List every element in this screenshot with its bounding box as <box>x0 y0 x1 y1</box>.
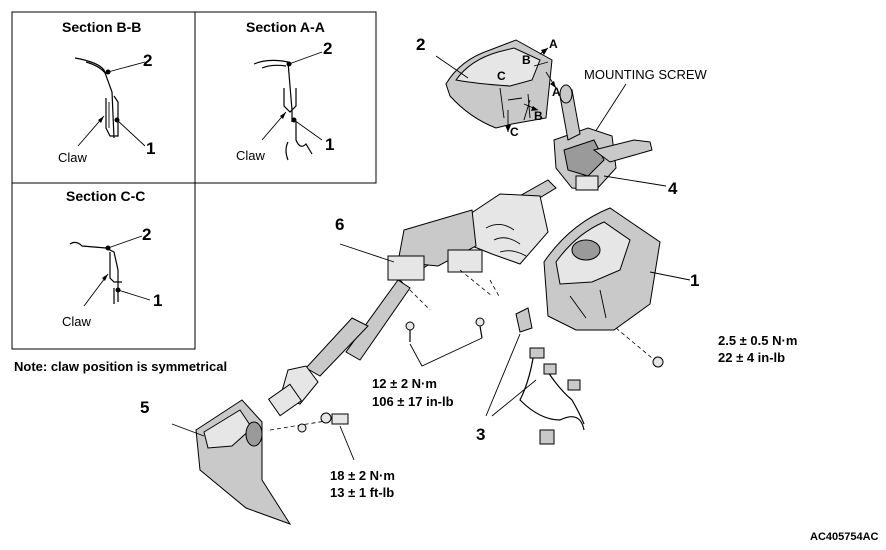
section-cc-part-2: 2 <box>142 225 151 244</box>
lower-column-cover: 1 <box>543 207 699 368</box>
cover-arrow-a-bottom: A <box>552 85 561 99</box>
upper-column-cover: 2 A B C A B C <box>416 35 561 139</box>
section-bb-claw-label: Claw <box>58 150 88 165</box>
part-1: 1 <box>690 271 699 290</box>
column-bolt-torque-imperial: 106 ± 17 in-lb <box>372 394 454 409</box>
section-aa-title: Section A-A <box>246 19 325 35</box>
part-4: 4 <box>668 179 678 198</box>
column-bolt-torque: 12 ± 2 N·m 106 ± 17 in-lb <box>372 376 454 409</box>
mounting-screw-label: MOUNTING SCREW <box>584 67 708 82</box>
bracket-torque: 18 ± 2 N·m 13 ± 1 ft-lb <box>330 468 395 500</box>
section-bb-part-2: 2 <box>143 51 152 70</box>
bracket-torque-metric: 18 ± 2 N·m <box>330 468 395 483</box>
bracket-torque-imperial: 13 ± 1 ft-lb <box>330 485 394 500</box>
part-6: 6 <box>335 215 344 234</box>
lower-cover-torque-imperial: 22 ± 4 in-lb <box>718 350 785 365</box>
cover-arrow-b-top: B <box>522 53 531 67</box>
cover-part-2: 2 <box>416 35 425 54</box>
section-aa: Section A-A 2 1 Claw <box>236 19 334 163</box>
part-3: 3 <box>476 425 485 444</box>
section-aa-part-1: 1 <box>325 135 334 154</box>
cover-arrow-c-top: C <box>497 69 506 83</box>
combination-switch: MOUNTING SCREW 4 <box>553 67 708 198</box>
section-cc-title: Section C-C <box>66 188 145 204</box>
cover-arrow-a-top: A <box>549 37 558 51</box>
part-5: 5 <box>140 398 149 417</box>
column-bolt-torque-metric: 12 ± 2 N·m <box>372 376 437 391</box>
section-bb-part-1: 1 <box>146 139 155 158</box>
cover-arrow-b-bottom: B <box>534 109 543 123</box>
section-bb: Section B-B 2 1 Claw <box>58 19 155 165</box>
section-boxes <box>11 11 377 350</box>
section-cc-part-1: 1 <box>153 291 162 310</box>
steering-column: 6 <box>267 179 557 417</box>
section-bb-title: Section B-B <box>62 19 141 35</box>
lower-cover-torque: 2.5 ± 0.5 N·m 22 ± 4 in-lb <box>718 333 797 365</box>
column-bracket: 5 <box>140 398 355 525</box>
section-aa-claw-label: Claw <box>236 148 266 163</box>
cover-arrow-c-bottom: C <box>510 125 519 139</box>
wiring-harness: 3 <box>476 307 585 445</box>
figure-code: AC405754AC <box>810 531 879 543</box>
section-aa-part-2: 2 <box>323 39 332 58</box>
section-cc-claw-label: Claw <box>62 314 92 329</box>
note-text: Note: claw position is symmetrical <box>14 359 227 374</box>
section-cc: Section C-C 2 1 Claw <box>62 188 162 329</box>
lower-cover-torque-metric: 2.5 ± 0.5 N·m <box>718 333 797 348</box>
